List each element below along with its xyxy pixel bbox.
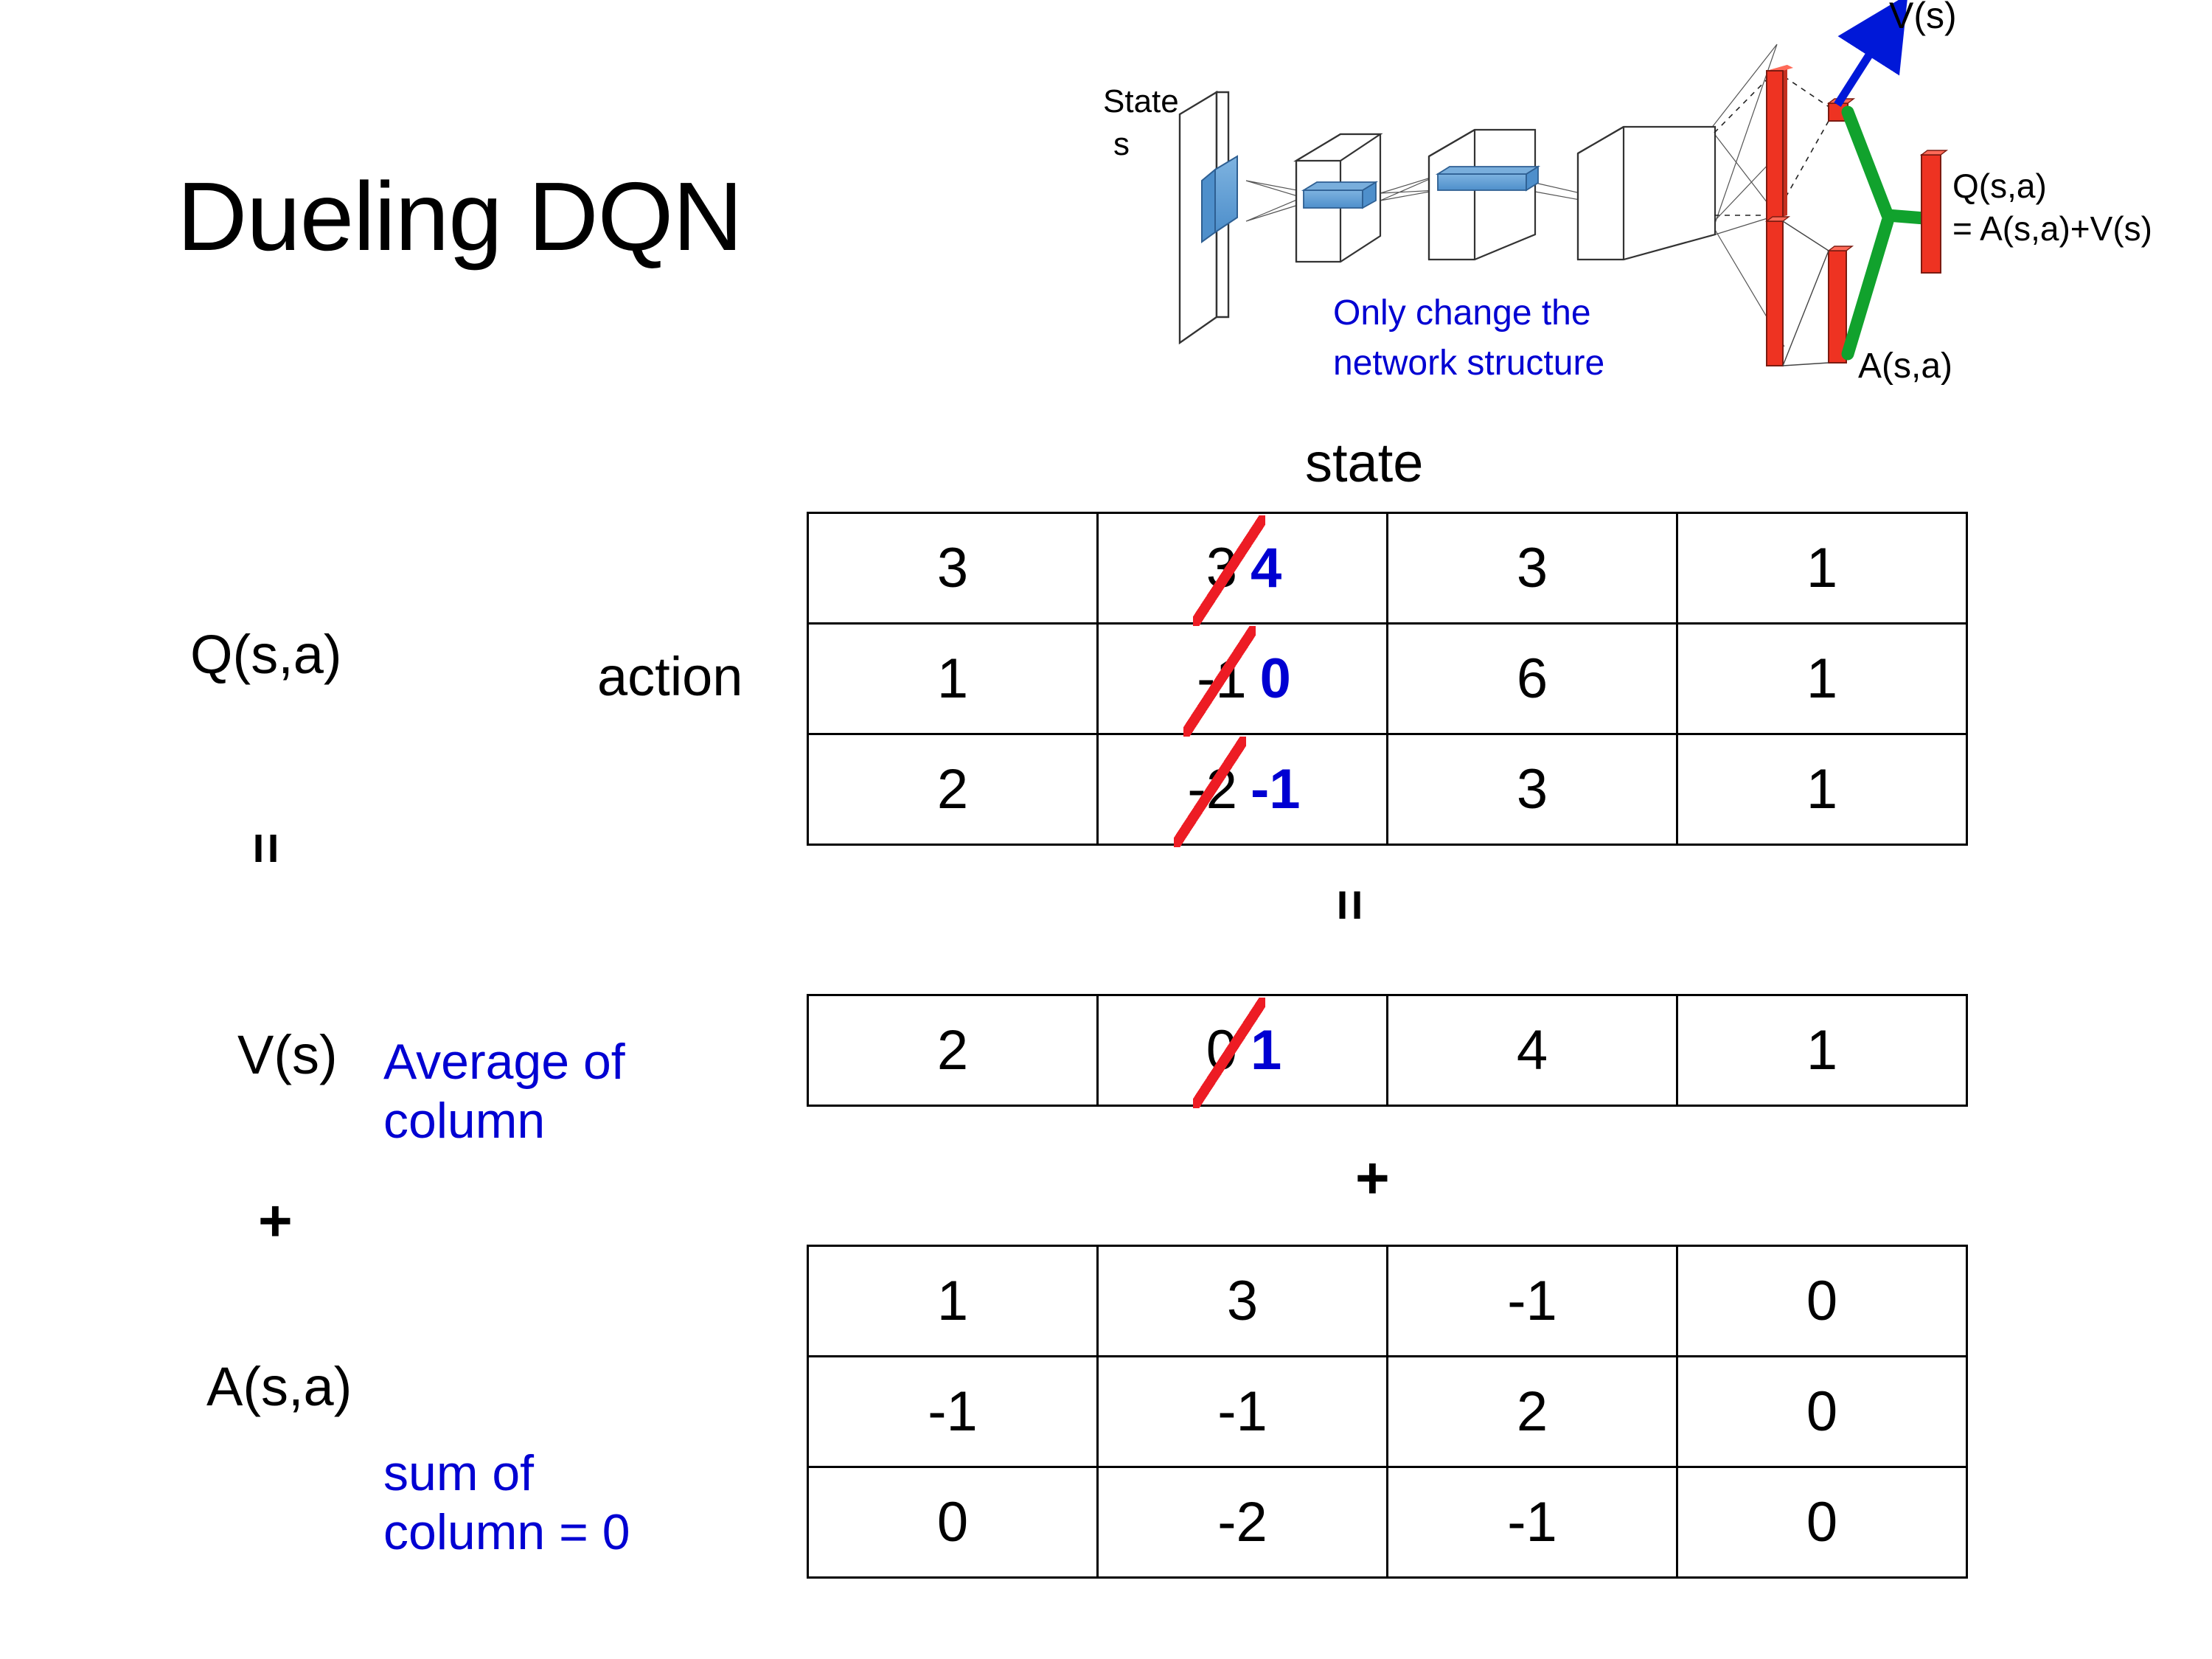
label-q-function: Q(s,a) <box>190 624 342 685</box>
diagram-output-label-line1: Q(s,a) <box>1952 167 2047 205</box>
label-a-function: A(s,a) <box>206 1356 352 1417</box>
cell-a-2-3: 0 <box>1676 1466 1968 1579</box>
diagram-output-label-line2: = A(s,a)+V(s) <box>1952 209 2152 248</box>
cell-v-0-2: 4 <box>1386 994 1678 1107</box>
diagram-input-label-line2: s <box>1113 126 1130 162</box>
cell-a-0-0: 1 <box>807 1245 1099 1357</box>
table-row: -1 -1 2 0 <box>807 1355 1968 1468</box>
diagram-note-line2: network structure <box>1333 344 1604 383</box>
cell-q-0-3: 1 <box>1676 512 1968 625</box>
a-value-table: 1 3 -1 0 -1 -1 2 0 0 -2 -1 0 <box>807 1245 1968 1579</box>
revised-value: -2-1 <box>1174 737 1301 847</box>
annotation-sum-of-column: sum of column = 0 <box>383 1445 630 1561</box>
cell-a-0-3: 0 <box>1676 1245 1968 1357</box>
diagram-advantage-label: A(s,a) <box>1858 347 1952 386</box>
cell-q-2-2: 3 <box>1386 733 1678 846</box>
old-value: -1 <box>1183 626 1256 737</box>
label-v-function: V(s) <box>237 1024 338 1085</box>
plus-sign-left: + <box>258 1188 293 1253</box>
diagram-value-label: V(s) <box>1889 0 1957 36</box>
cell-q-1-2: 6 <box>1386 622 1678 735</box>
cell-q-0-2: 3 <box>1386 512 1678 625</box>
cell-a-1-3: 0 <box>1676 1355 1968 1468</box>
axis-label-action: action <box>597 646 743 707</box>
cell-q-0-0: 3 <box>807 512 1099 625</box>
cell-q-1-3: 1 <box>1676 622 1968 735</box>
table-row: 2 -2-1 3 1 <box>807 733 1968 847</box>
cell-a-1-2: 2 <box>1386 1355 1678 1468</box>
diagram-note-line1: Only change the <box>1333 293 1591 333</box>
diagram-input-label-line1: State <box>1103 83 1179 119</box>
axis-label-state: state <box>1305 432 1424 493</box>
old-value: 3 <box>1192 515 1266 626</box>
cell-a-0-2: -1 <box>1386 1245 1678 1357</box>
new-value: 0 <box>1259 647 1291 710</box>
dueling-network-diagram: State s V(s) A(s,a) Q(s,a) = A(s,a)+V(s)… <box>1091 0 2212 413</box>
table-row: 1 3 -1 0 <box>807 1245 1968 1357</box>
table-row: 0 -2 -1 0 <box>807 1466 1968 1579</box>
cell-a-0-1: 3 <box>1096 1245 1388 1357</box>
cell-v-0-3: 1 <box>1676 994 1968 1107</box>
plus-sign-middle: + <box>1355 1145 1390 1211</box>
page-title: Dueling DQN <box>177 162 743 271</box>
new-value: 4 <box>1251 537 1282 599</box>
cell-v-0-0: 2 <box>807 994 1099 1107</box>
cell-a-1-1: -1 <box>1096 1355 1388 1468</box>
cell-a-2-0: 0 <box>807 1466 1099 1579</box>
equals-sign-left: = <box>236 832 298 865</box>
cell-a-1-0: -1 <box>807 1355 1099 1468</box>
cell-q-1-0: 1 <box>807 622 1099 735</box>
cell-q-2-3: 1 <box>1676 733 1968 846</box>
cell-q-2-1: -2-1 <box>1096 733 1388 847</box>
cell-a-2-2: -1 <box>1386 1466 1678 1579</box>
annotation-average-of-column: Average of column <box>383 1034 625 1150</box>
new-value: -1 <box>1251 758 1301 821</box>
equals-sign-middle: = <box>1320 888 1382 922</box>
old-value: -2 <box>1174 737 1246 847</box>
cell-a-2-1: -2 <box>1096 1466 1388 1579</box>
old-value: 0 <box>1192 998 1266 1108</box>
cell-q-2-0: 2 <box>807 733 1099 846</box>
new-value: 1 <box>1251 1019 1282 1082</box>
